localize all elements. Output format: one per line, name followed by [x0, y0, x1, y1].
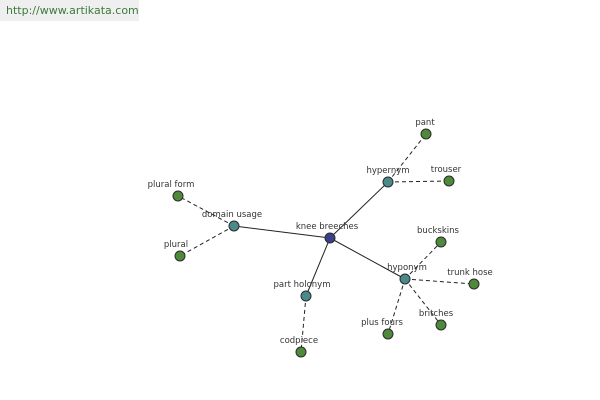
edge-center-hypernym: [329, 181, 389, 239]
edges-layer: [177, 133, 475, 353]
edge-center-domain: [233, 225, 331, 239]
node-label-pluralform[interactable]: plural form: [148, 180, 195, 190]
node-label-trunkhose[interactable]: trunk hose: [447, 268, 492, 278]
node-domain[interactable]: [228, 220, 240, 232]
node-codpiece[interactable]: [295, 346, 307, 358]
node-plusfours[interactable]: [382, 328, 394, 340]
node-label-trouser[interactable]: trouser: [431, 165, 462, 175]
url-banner: http://www.artikata.com: [0, 0, 139, 21]
edge-hyponym-buckskins: [404, 241, 442, 280]
node-label-hyponym[interactable]: hyponym: [387, 263, 427, 273]
node-center[interactable]: [324, 232, 336, 244]
edge-domain-plural: [179, 225, 235, 257]
edge-hypernym-trouser: [387, 180, 450, 183]
node-label-partholo[interactable]: part holonym: [274, 280, 331, 290]
node-hypernym[interactable]: [382, 176, 394, 188]
node-label-plural[interactable]: plural: [164, 240, 188, 250]
edge-partholo-codpiece: [300, 295, 307, 353]
node-label-domain[interactable]: domain usage: [202, 210, 262, 220]
node-plural[interactable]: [174, 250, 186, 262]
edge-hyponym-britches: [404, 278, 442, 326]
edge-center-hyponym: [329, 237, 406, 280]
nodes-layer: [172, 128, 480, 358]
node-pant[interactable]: [420, 128, 432, 140]
node-label-britches[interactable]: britches: [419, 309, 454, 319]
node-label-buckskins[interactable]: buckskins: [417, 226, 459, 236]
node-partholo[interactable]: [300, 290, 312, 302]
node-label-center[interactable]: knee breeches: [296, 222, 359, 232]
edge-domain-pluralform: [177, 195, 235, 227]
node-pluralform[interactable]: [172, 190, 184, 202]
node-label-codpiece[interactable]: codpiece: [280, 336, 318, 346]
edge-center-partholo: [305, 237, 331, 297]
edge-hypernym-pant: [387, 133, 427, 183]
node-hyponym[interactable]: [399, 273, 411, 285]
edge-hyponym-trunkhose: [404, 278, 475, 285]
node-britches[interactable]: [435, 319, 447, 331]
node-buckskins[interactable]: [435, 236, 447, 248]
edge-hyponym-plusfours: [387, 278, 406, 335]
node-label-plusfours[interactable]: plus fours: [361, 318, 403, 328]
site-url-link[interactable]: http://www.artikata.com: [6, 4, 139, 17]
labels-layer: knee breeches hypernym hyponym domain usage…: [148, 118, 493, 346]
node-trunkhose[interactable]: [468, 278, 480, 290]
node-trouser[interactable]: [443, 175, 455, 187]
node-label-pant[interactable]: pant: [415, 118, 435, 128]
node-label-hypernym[interactable]: hypernym: [366, 166, 409, 176]
